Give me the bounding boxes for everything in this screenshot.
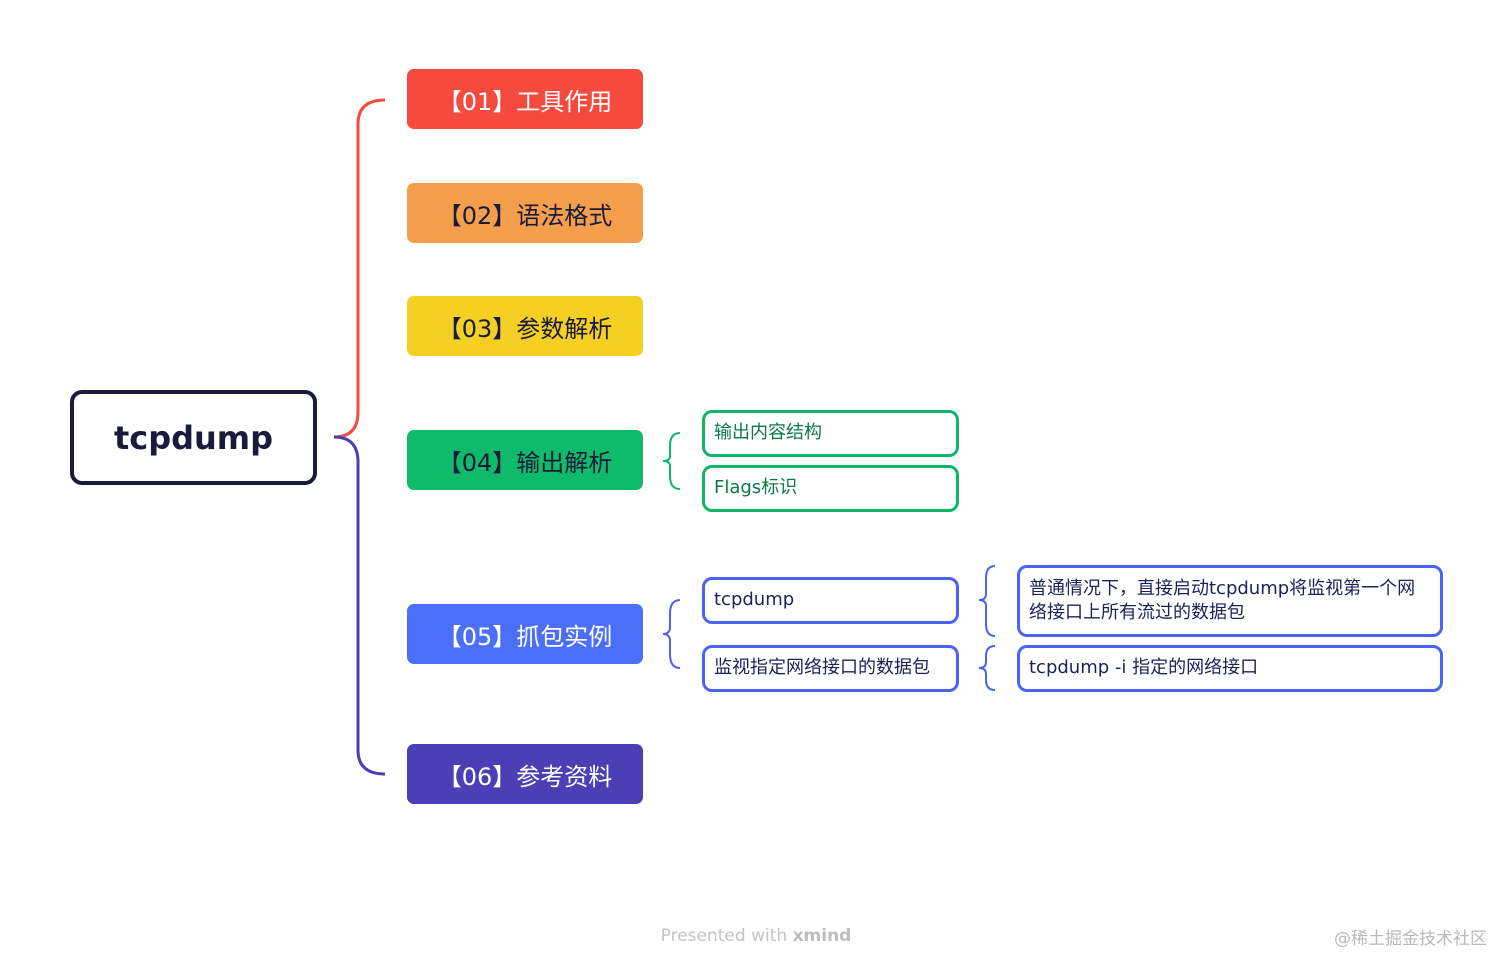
brace-capture [662,599,681,669]
detail-capture-default[interactable]: 普通情况下，直接启动tcpdump将监视第一个网络接口上所有流过的数据包 [1017,565,1443,637]
branch-output[interactable]: 【04】输出解析 [407,430,643,490]
detail-label: 普通情况下，直接启动tcpdump将监视第一个网络接口上所有流过的数据包 [1029,577,1416,623]
branch-tool-purpose[interactable]: 【01】工具作用 [407,69,643,129]
root-topic-label: tcpdump [113,418,274,457]
connector-root-top [333,98,386,439]
branch-label: 【01】工具作用 [437,87,613,116]
subtopic-output-structure[interactable]: 输出内容结构 [702,410,959,457]
subtopic-label: 输出内容结构 [714,422,822,444]
root-topic[interactable]: tcpdump [70,390,317,485]
branch-references[interactable]: 【06】参考资料 [407,744,643,804]
detail-capture-interface[interactable]: tcpdump -i 指定的网络接口 [1017,645,1443,692]
branch-capture-examples[interactable]: 【05】抓包实例 [407,604,643,664]
branch-parameters[interactable]: 【03】参数解析 [407,296,643,356]
footer-prefix: Presented with [660,926,788,946]
subtopic-capture-default[interactable]: tcpdump [702,577,959,624]
branch-label: 【02】语法格式 [437,201,613,230]
branch-label: 【06】参考资料 [437,762,613,791]
brace-output [662,432,681,490]
detail-label: tcpdump -i 指定的网络接口 [1029,657,1259,679]
subtopic-label: Flags标识 [714,477,798,499]
brace-capture-detail-2 [978,645,996,691]
subtopic-capture-interface[interactable]: 监视指定网络接口的数据包 [702,645,959,692]
juejin-watermark: @稀土掘金技术社区 [1334,929,1487,949]
connector-root-bottom [333,435,386,776]
branch-label: 【03】参数解析 [437,314,613,343]
xmind-brand: xmind [792,926,852,946]
brace-capture-detail-1 [978,565,996,637]
branch-label: 【05】抓包实例 [437,622,613,651]
branch-label: 【04】输出解析 [437,448,613,477]
subtopic-label: 监视指定网络接口的数据包 [714,657,930,679]
branch-syntax[interactable]: 【02】语法格式 [407,183,643,243]
subtopic-flags[interactable]: Flags标识 [702,465,959,512]
presented-with-footer: Presented with xmind [0,926,1512,946]
subtopic-label: tcpdump [714,589,795,611]
